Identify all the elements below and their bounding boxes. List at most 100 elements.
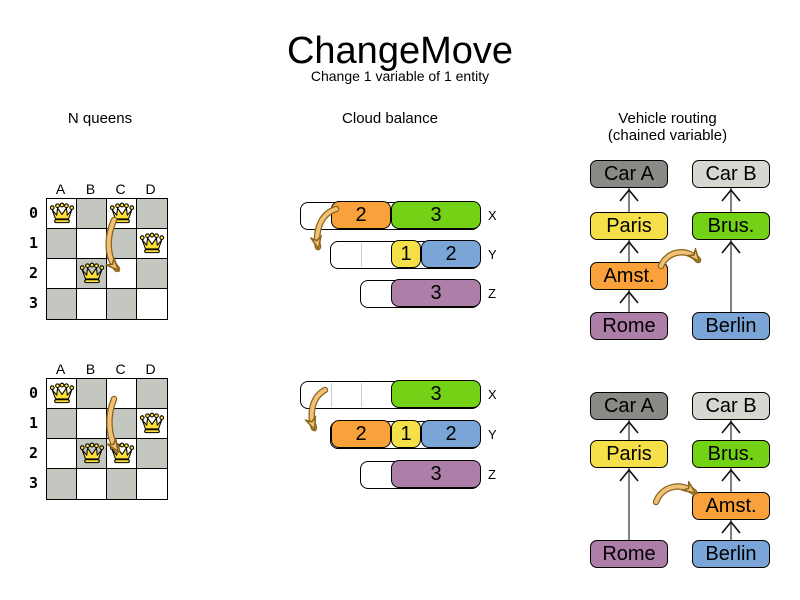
board-cell xyxy=(107,289,137,319)
process-value: 1 xyxy=(400,422,412,445)
board-cell xyxy=(77,289,107,319)
board-cell xyxy=(77,229,107,259)
board-cell xyxy=(47,199,77,229)
board-cell xyxy=(107,409,137,439)
row-number: 1 xyxy=(28,414,38,432)
row-number: 3 xyxy=(28,294,38,312)
vrp-chain-connectors-before xyxy=(619,188,741,312)
board-cell xyxy=(47,409,77,439)
cloud-computer-x-after: 3 xyxy=(300,380,481,409)
queen-icon xyxy=(79,442,105,466)
vrp-node-car-b: Car B xyxy=(692,160,770,188)
board-cell xyxy=(47,469,77,499)
capacity-divider xyxy=(331,383,332,407)
board-cell xyxy=(77,409,107,439)
board-cell xyxy=(47,289,77,319)
row-number: 0 xyxy=(28,384,38,402)
cloud-row-label-y: Y xyxy=(488,427,497,442)
cloud-process-block: 3 xyxy=(391,279,481,308)
queen-icon xyxy=(109,442,135,466)
process-value: 3 xyxy=(430,462,442,485)
column-letter: A xyxy=(55,361,67,377)
process-value: 3 xyxy=(430,281,442,304)
cloud-row-label-y: Y xyxy=(488,247,497,262)
cloud-process-block: 2 xyxy=(331,201,391,230)
board-cell xyxy=(137,289,167,319)
cloud-row-label-z: Z xyxy=(488,286,496,301)
row-number: 0 xyxy=(28,204,38,222)
cloud-process-block: 1 xyxy=(391,240,421,269)
cloud-process-block: 3 xyxy=(391,201,481,230)
board-cell xyxy=(47,439,77,469)
cloud-process-block: 2 xyxy=(331,420,391,449)
process-value: 3 xyxy=(430,203,442,226)
vrp-node-paris: Paris xyxy=(590,212,668,240)
cloud-process-block: 3 xyxy=(391,380,481,409)
vrp-node-paris: Paris xyxy=(590,440,668,468)
cloud-computer-x-before: 2 3 xyxy=(300,201,481,230)
row-number: 2 xyxy=(28,264,38,282)
cloud-process-block: 3 xyxy=(391,460,481,489)
vrp-node-rome: Rome xyxy=(590,540,668,568)
board-cell xyxy=(107,379,137,409)
vrp-node-berlin: Berlin xyxy=(692,312,770,340)
board-cell xyxy=(47,259,77,289)
vrp-node-rome: Rome xyxy=(590,312,668,340)
column-letter: A xyxy=(55,181,67,197)
capacity-divider xyxy=(361,243,362,267)
board-cell xyxy=(77,379,107,409)
vrp-node-car-b: Car B xyxy=(692,392,770,420)
board-cell xyxy=(107,439,137,469)
process-value: 2 xyxy=(445,242,457,265)
board-cell xyxy=(107,199,137,229)
vrp-node-car-a: Car A xyxy=(590,160,668,188)
cloud-computer-z-after: 3 xyxy=(360,460,481,489)
queen-icon xyxy=(79,262,105,286)
column-letter: C xyxy=(115,361,127,377)
process-value: 1 xyxy=(400,242,412,265)
queen-icon xyxy=(49,382,75,406)
cloud-computer-y-after: 2 1 2 xyxy=(330,420,481,449)
board-cell xyxy=(137,469,167,499)
board-cell xyxy=(107,469,137,499)
cloud-process-block: 2 xyxy=(421,420,481,449)
board-cell xyxy=(137,439,167,469)
process-value: 2 xyxy=(355,422,367,445)
cloud-row-label-z: Z xyxy=(488,467,496,482)
row-number: 3 xyxy=(28,474,38,492)
capacity-divider xyxy=(361,383,362,407)
board-cell xyxy=(137,229,167,259)
board-cell xyxy=(137,259,167,289)
board-after-column-letters: A B C D xyxy=(46,361,166,379)
cloud-process-block: 2 xyxy=(421,240,481,269)
page-subtitle: Change 1 variable of 1 entity xyxy=(310,68,490,84)
nqueens-heading: N queens xyxy=(67,110,133,127)
nqueens-board-before xyxy=(46,198,168,320)
move-arrow-vrp-after xyxy=(652,487,694,506)
cloud-row-label-x: X xyxy=(488,387,497,402)
nqueens-board-after xyxy=(46,378,168,500)
cloud-row-label-x: X xyxy=(488,208,497,223)
vrp-chain-connectors-after xyxy=(619,420,741,540)
vrp-node-amsterdam: Amst. xyxy=(590,262,668,290)
board-cell xyxy=(107,259,137,289)
row-number: 2 xyxy=(28,444,38,462)
vrp-node-amsterdam: Amst. xyxy=(692,492,770,520)
column-letter: D xyxy=(145,361,157,377)
vrp-heading-line2: (chained variable) xyxy=(607,127,728,144)
queen-icon xyxy=(109,202,135,226)
row-number: 1 xyxy=(28,234,38,252)
queen-icon xyxy=(139,412,165,436)
board-cell xyxy=(77,259,107,289)
cloud-heading: Cloud balance xyxy=(342,110,438,127)
process-value: 2 xyxy=(445,422,457,445)
board-cell xyxy=(47,379,77,409)
board-cell xyxy=(137,199,167,229)
board-cell xyxy=(77,469,107,499)
board-cell xyxy=(77,439,107,469)
column-letter: B xyxy=(85,361,97,377)
vrp-node-brussels: Brus. xyxy=(692,212,770,240)
queen-icon xyxy=(139,232,165,256)
